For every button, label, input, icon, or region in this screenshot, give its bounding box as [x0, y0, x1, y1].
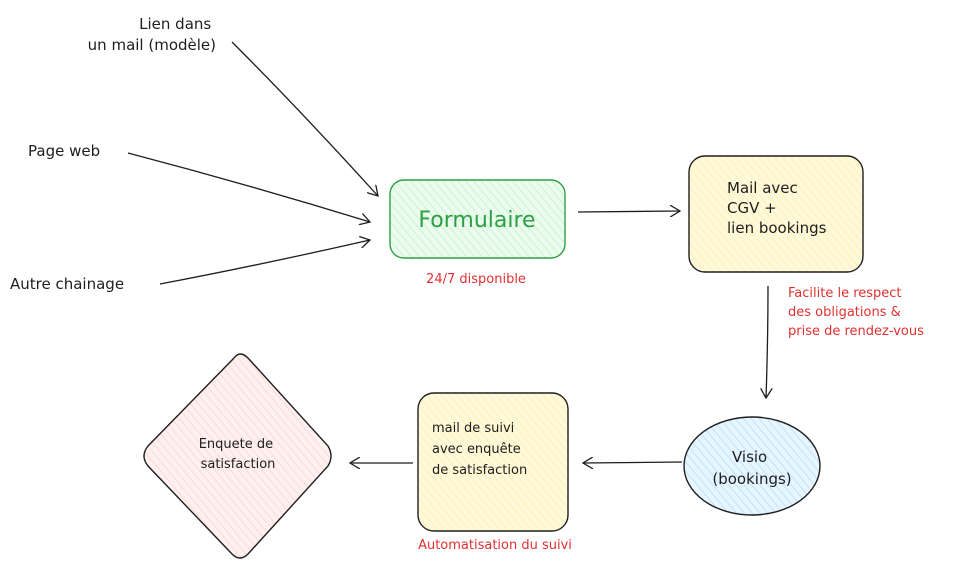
source-web-page-label: Page web: [28, 142, 100, 160]
node-formulaire-box: [389, 179, 566, 259]
node-mail-suivi-line-3: de satisfaction: [432, 463, 527, 478]
node-formulaire: Formulaire: [389, 179, 566, 259]
node-enquete: Enquete de satisfaction: [143, 353, 332, 559]
node-formulaire-label: Formulaire: [418, 208, 535, 233]
node-mail-cgv-box: [688, 155, 864, 273]
source-mail-link-label: Lien dans un mail (modèle): [88, 15, 216, 54]
node-mail-cgv-label: Mail avec CGV + lien bookings: [727, 179, 827, 237]
node-visio-ellipse: [683, 416, 821, 516]
source-mail-link-line-2: un mail (modèle): [88, 36, 216, 54]
note-availability: 24/7 disponible: [426, 272, 526, 287]
node-visio: Visio (bookings): [683, 416, 821, 516]
arrow-other-to-form: [159, 240, 370, 285]
note-automatisation: Automatisation du suivi: [418, 538, 572, 553]
node-mail-suivi-box: [417, 392, 569, 532]
node-mail-suivi-line-1: mail de suivi: [432, 421, 514, 436]
node-enquete-diamond: [143, 353, 332, 559]
node-enquete-line-2: satisfaction: [201, 457, 276, 472]
arrow-mail-cgv-to-visio: [766, 285, 768, 398]
note-facilite-line-1: Facilite le respect: [788, 286, 902, 301]
note-facilite-line-3: prise de rendez-vous: [788, 324, 924, 339]
node-mail-suivi: mail de suivi avec enquête de satisfacti…: [417, 392, 569, 532]
source-other-chain-label: Autre chainage: [10, 275, 124, 293]
node-enquete-label: Enquete de satisfaction: [199, 437, 278, 472]
node-mail-cgv: Mail avec CGV + lien bookings: [688, 155, 864, 273]
node-visio-line-2: (bookings): [712, 470, 791, 488]
node-visio-label: Visio (bookings): [712, 448, 791, 488]
node-visio-line-1: Visio: [732, 448, 767, 466]
note-facilite-line-2: des obligations &: [788, 305, 901, 320]
source-mail-link-line-1: Lien dans: [139, 15, 211, 33]
arrow-mail-to-form: [231, 41, 378, 196]
arrow-web-to-form: [127, 152, 370, 222]
arrow-visio-to-mail-suivi: [583, 462, 683, 463]
node-enquete-line-1: Enquete de: [199, 437, 273, 452]
node-mail-suivi-label: mail de suivi avec enquête de satisfacti…: [432, 421, 527, 478]
node-mail-cgv-line-2: CGV +: [727, 199, 777, 217]
node-mail-cgv-line-3: lien bookings: [727, 219, 827, 237]
node-mail-suivi-line-2: avec enquête: [432, 442, 521, 457]
note-facilite: Facilite le respect des obligations & pr…: [788, 286, 924, 339]
node-mail-cgv-line-1: Mail avec: [727, 179, 798, 197]
arrow-form-to-mail-cgv: [577, 211, 680, 212]
